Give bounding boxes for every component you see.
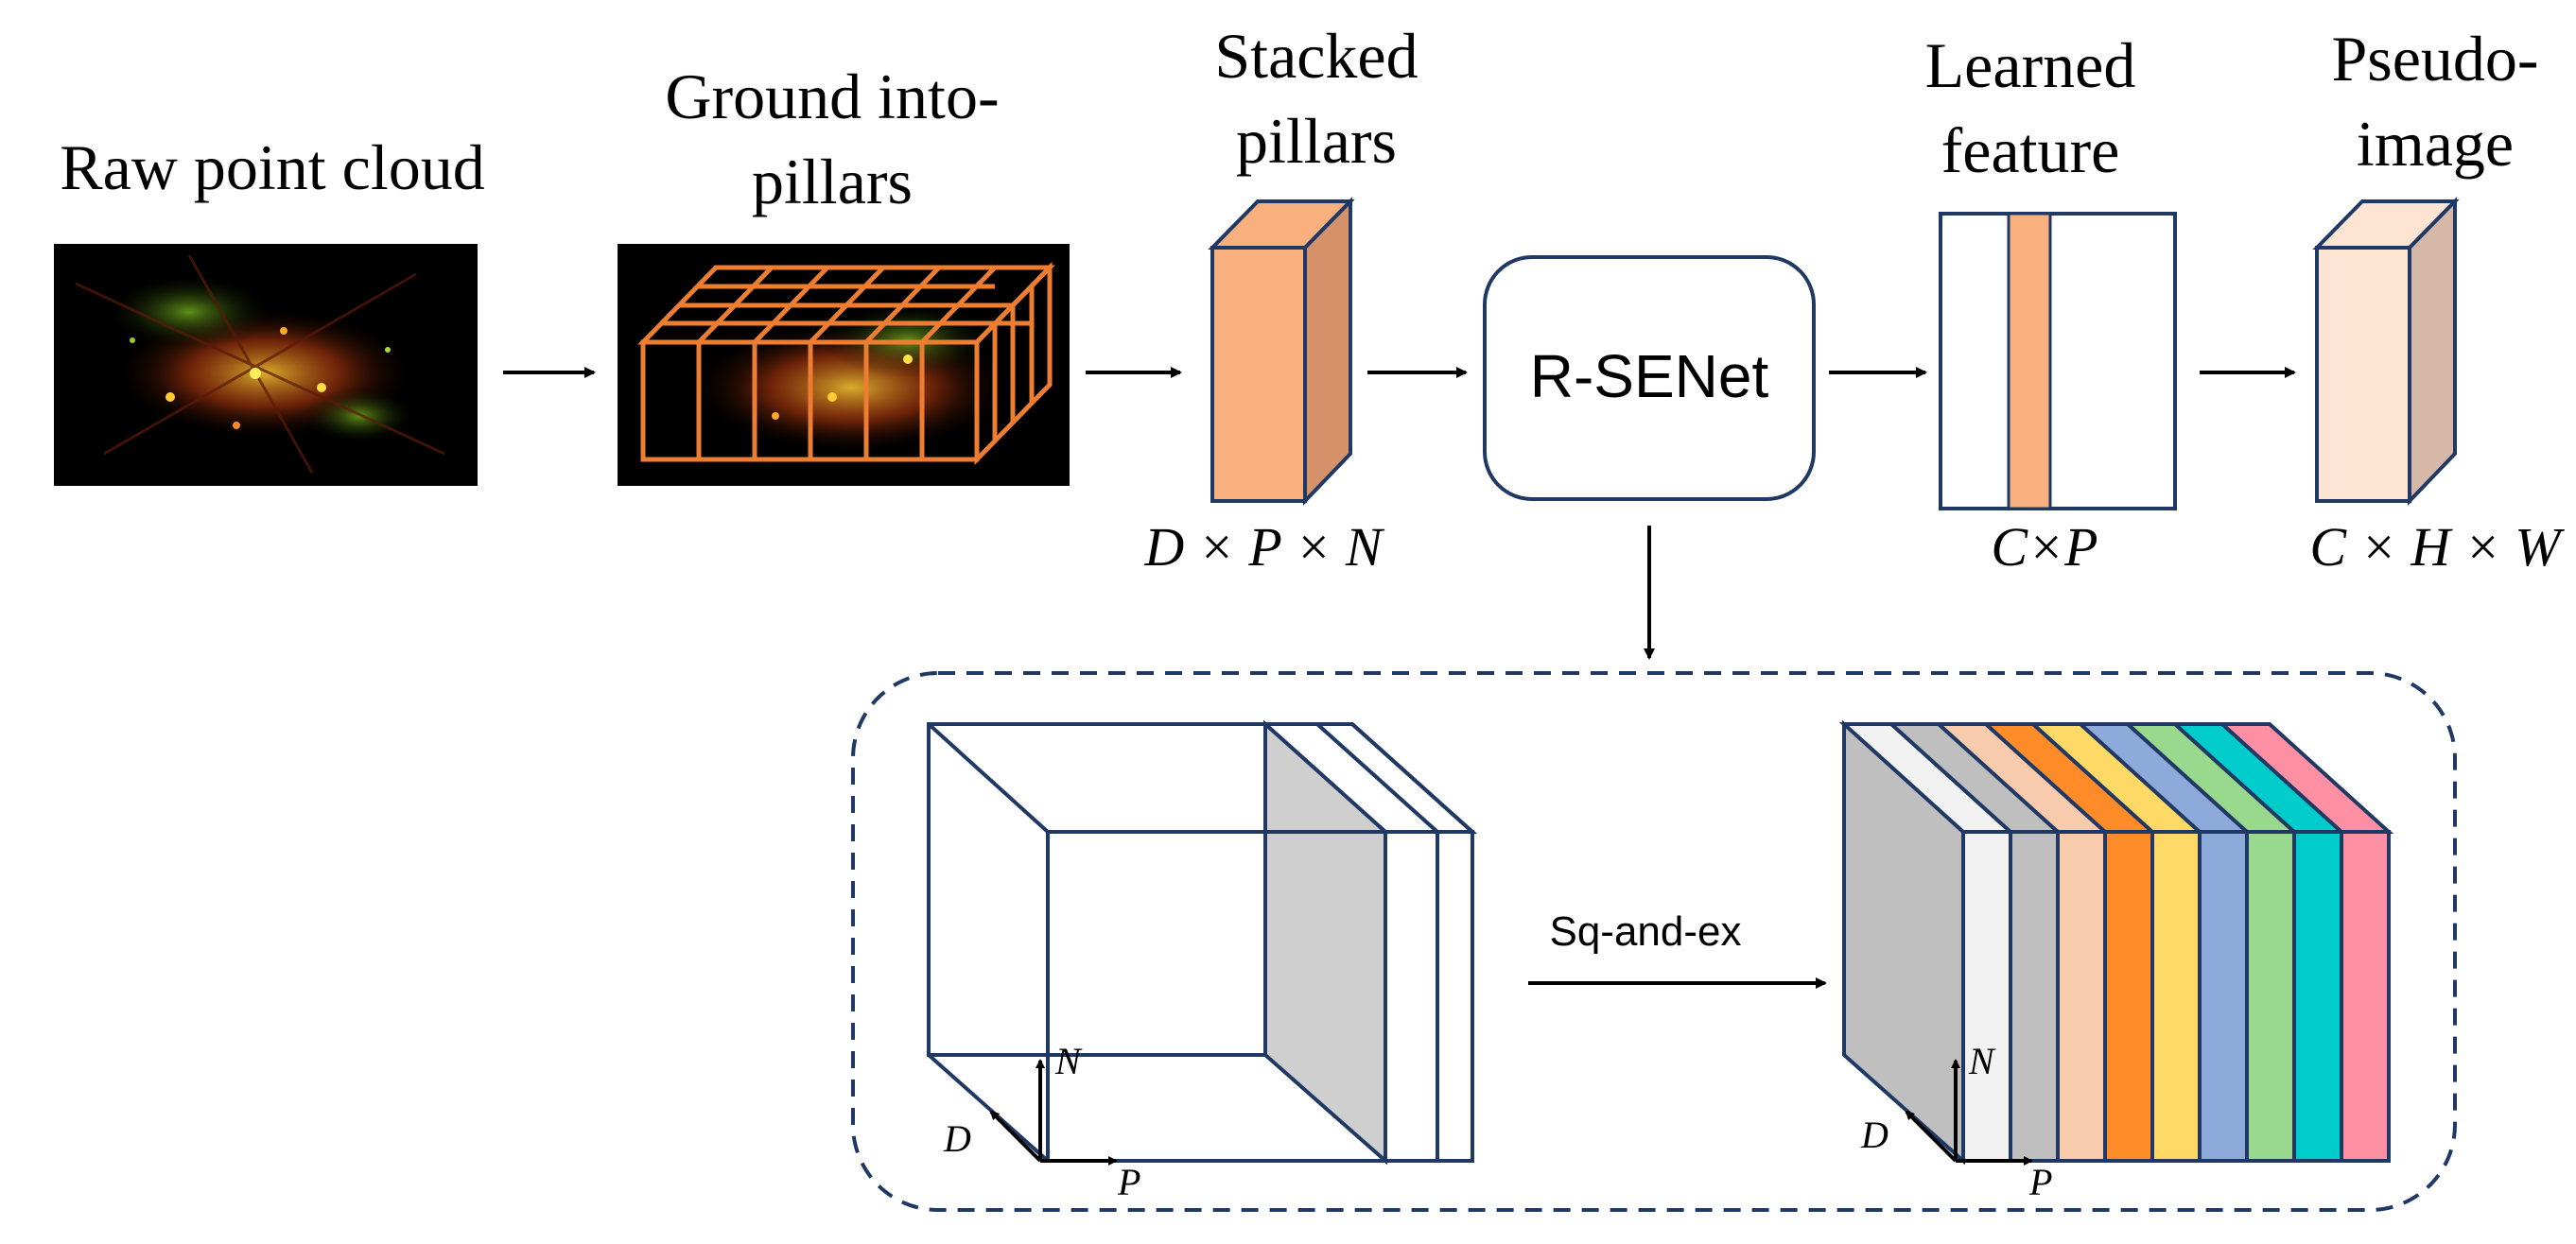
pseudo-dimension: C × H × W [2309,516,2565,578]
ground-pillars-label: pillars [752,146,913,217]
axis-p-left: P [1117,1161,1140,1203]
axes-right [1905,1059,2033,1166]
ground-into-label: Ground into- [665,60,999,132]
axis-d-left: D [943,1117,971,1160]
rsenet-detail-container [851,671,2457,1212]
raw-point-cloud-image [54,244,478,486]
stacked-pillars-box [1208,197,1355,506]
stacked-dimension: D × P × N [1143,516,1385,578]
stacked-pillars-label: pillars [1236,105,1397,177]
input-feature-block [927,719,1478,1166]
rsenet-label: R-SENet [1530,342,1769,410]
axis-n-right: N [1968,1040,1996,1082]
learned-label: Learned [1925,29,2136,101]
axis-n-left: N [1054,1040,1083,1082]
pseudo-image-label: image [2357,108,2514,180]
pillar-grid-image [618,244,1070,486]
pseudo-image-box [2312,197,2460,506]
pseudo-label: Pseudo- [2331,23,2538,95]
axis-d-right: D [1860,1114,1888,1156]
stacked-label: Stacked [1214,20,1418,92]
pillar-grid [637,261,1055,466]
learned-feature-label: feature [1941,114,2120,186]
learned-feature-box [1939,212,2177,510]
axis-p-right: P [2028,1161,2052,1203]
raw-point-cloud-label: Raw point cloud [60,131,485,203]
learned-dimension: C×P [1991,516,2097,578]
sq-and-ex-label: Sq-and-ex [1549,908,1741,955]
axes-left [989,1059,1118,1166]
rsenet-box [1483,255,1816,501]
recalibrated-feature-block [1838,719,2394,1166]
